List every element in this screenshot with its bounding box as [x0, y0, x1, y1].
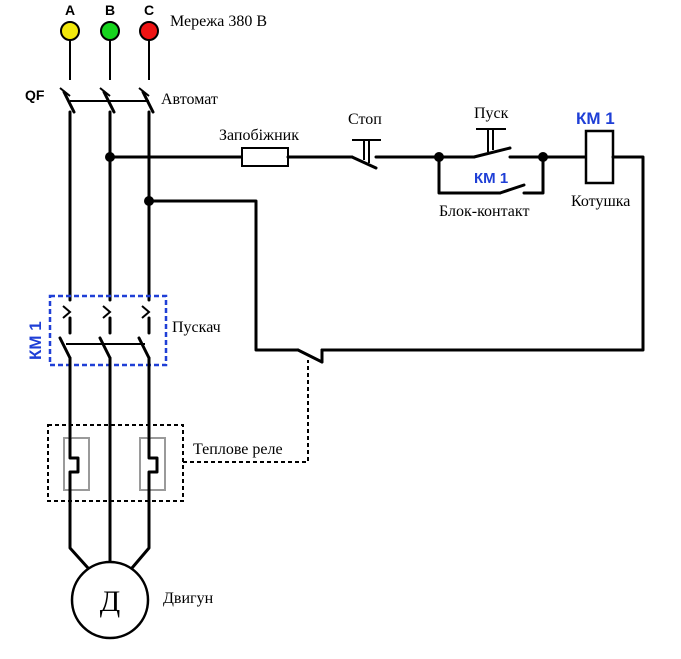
motor-label: Двигун: [163, 590, 214, 607]
phase-b-indicator: [100, 21, 120, 41]
starter-label: Пускач: [172, 319, 221, 336]
phase-a-label: A: [65, 2, 75, 18]
thermal-relay-contact: [296, 348, 324, 364]
fuse-label: Запобіжник: [219, 127, 299, 144]
km-aux-label: КМ 1: [474, 170, 508, 187]
km-coil-label: КМ 1: [576, 109, 615, 128]
coil-label: Котушка: [571, 193, 630, 210]
phase-c-label: C: [144, 2, 154, 18]
magnetic-starter: КМ 1 Пускач: [26, 294, 221, 367]
phase-b-label: B: [105, 2, 115, 18]
motor-circle: [70, 560, 150, 640]
power-wires: [68, 110, 151, 302]
network-label: Мережа 380 В: [170, 13, 267, 30]
aux-contact-label: Блок-контакт: [439, 203, 529, 220]
stop-button: Стоп: [348, 111, 441, 170]
breaker-label: Автомат: [161, 91, 218, 108]
phase-a-indicator: [60, 21, 80, 41]
coil-km1: КМ 1 Котушка: [571, 109, 630, 210]
motor-symbol: Д: [100, 585, 120, 618]
motor: Д Двигун: [70, 560, 214, 640]
motor-wires: [68, 488, 151, 570]
stop-label: Стоп: [348, 111, 382, 128]
phase-a-lamp: A: [60, 2, 80, 80]
start-label: Пуск: [474, 105, 509, 122]
control-circuit: Запобіжник Стоп Пуск КМ 1: [105, 105, 645, 364]
thermal-relay-label: Теплове реле: [193, 441, 283, 458]
circuit-breaker-qf: QF Автомат: [25, 87, 218, 114]
qf-label: QF: [25, 87, 45, 103]
start-button: Пуск: [437, 105, 545, 159]
starter-frame: [48, 294, 168, 367]
thermal-relay: Теплове реле: [47, 360, 309, 502]
km-starter-label: КМ 1: [26, 321, 45, 360]
phase-b-lamp: B: [100, 2, 120, 80]
fuse: [241, 147, 289, 167]
phase-c-indicator: [139, 21, 159, 41]
heater-element-c: [139, 437, 166, 491]
coil: [584, 129, 615, 185]
phase-c-lamp: C: [139, 2, 159, 80]
aux-contact: КМ 1 Блок-контакт: [437, 155, 545, 220]
